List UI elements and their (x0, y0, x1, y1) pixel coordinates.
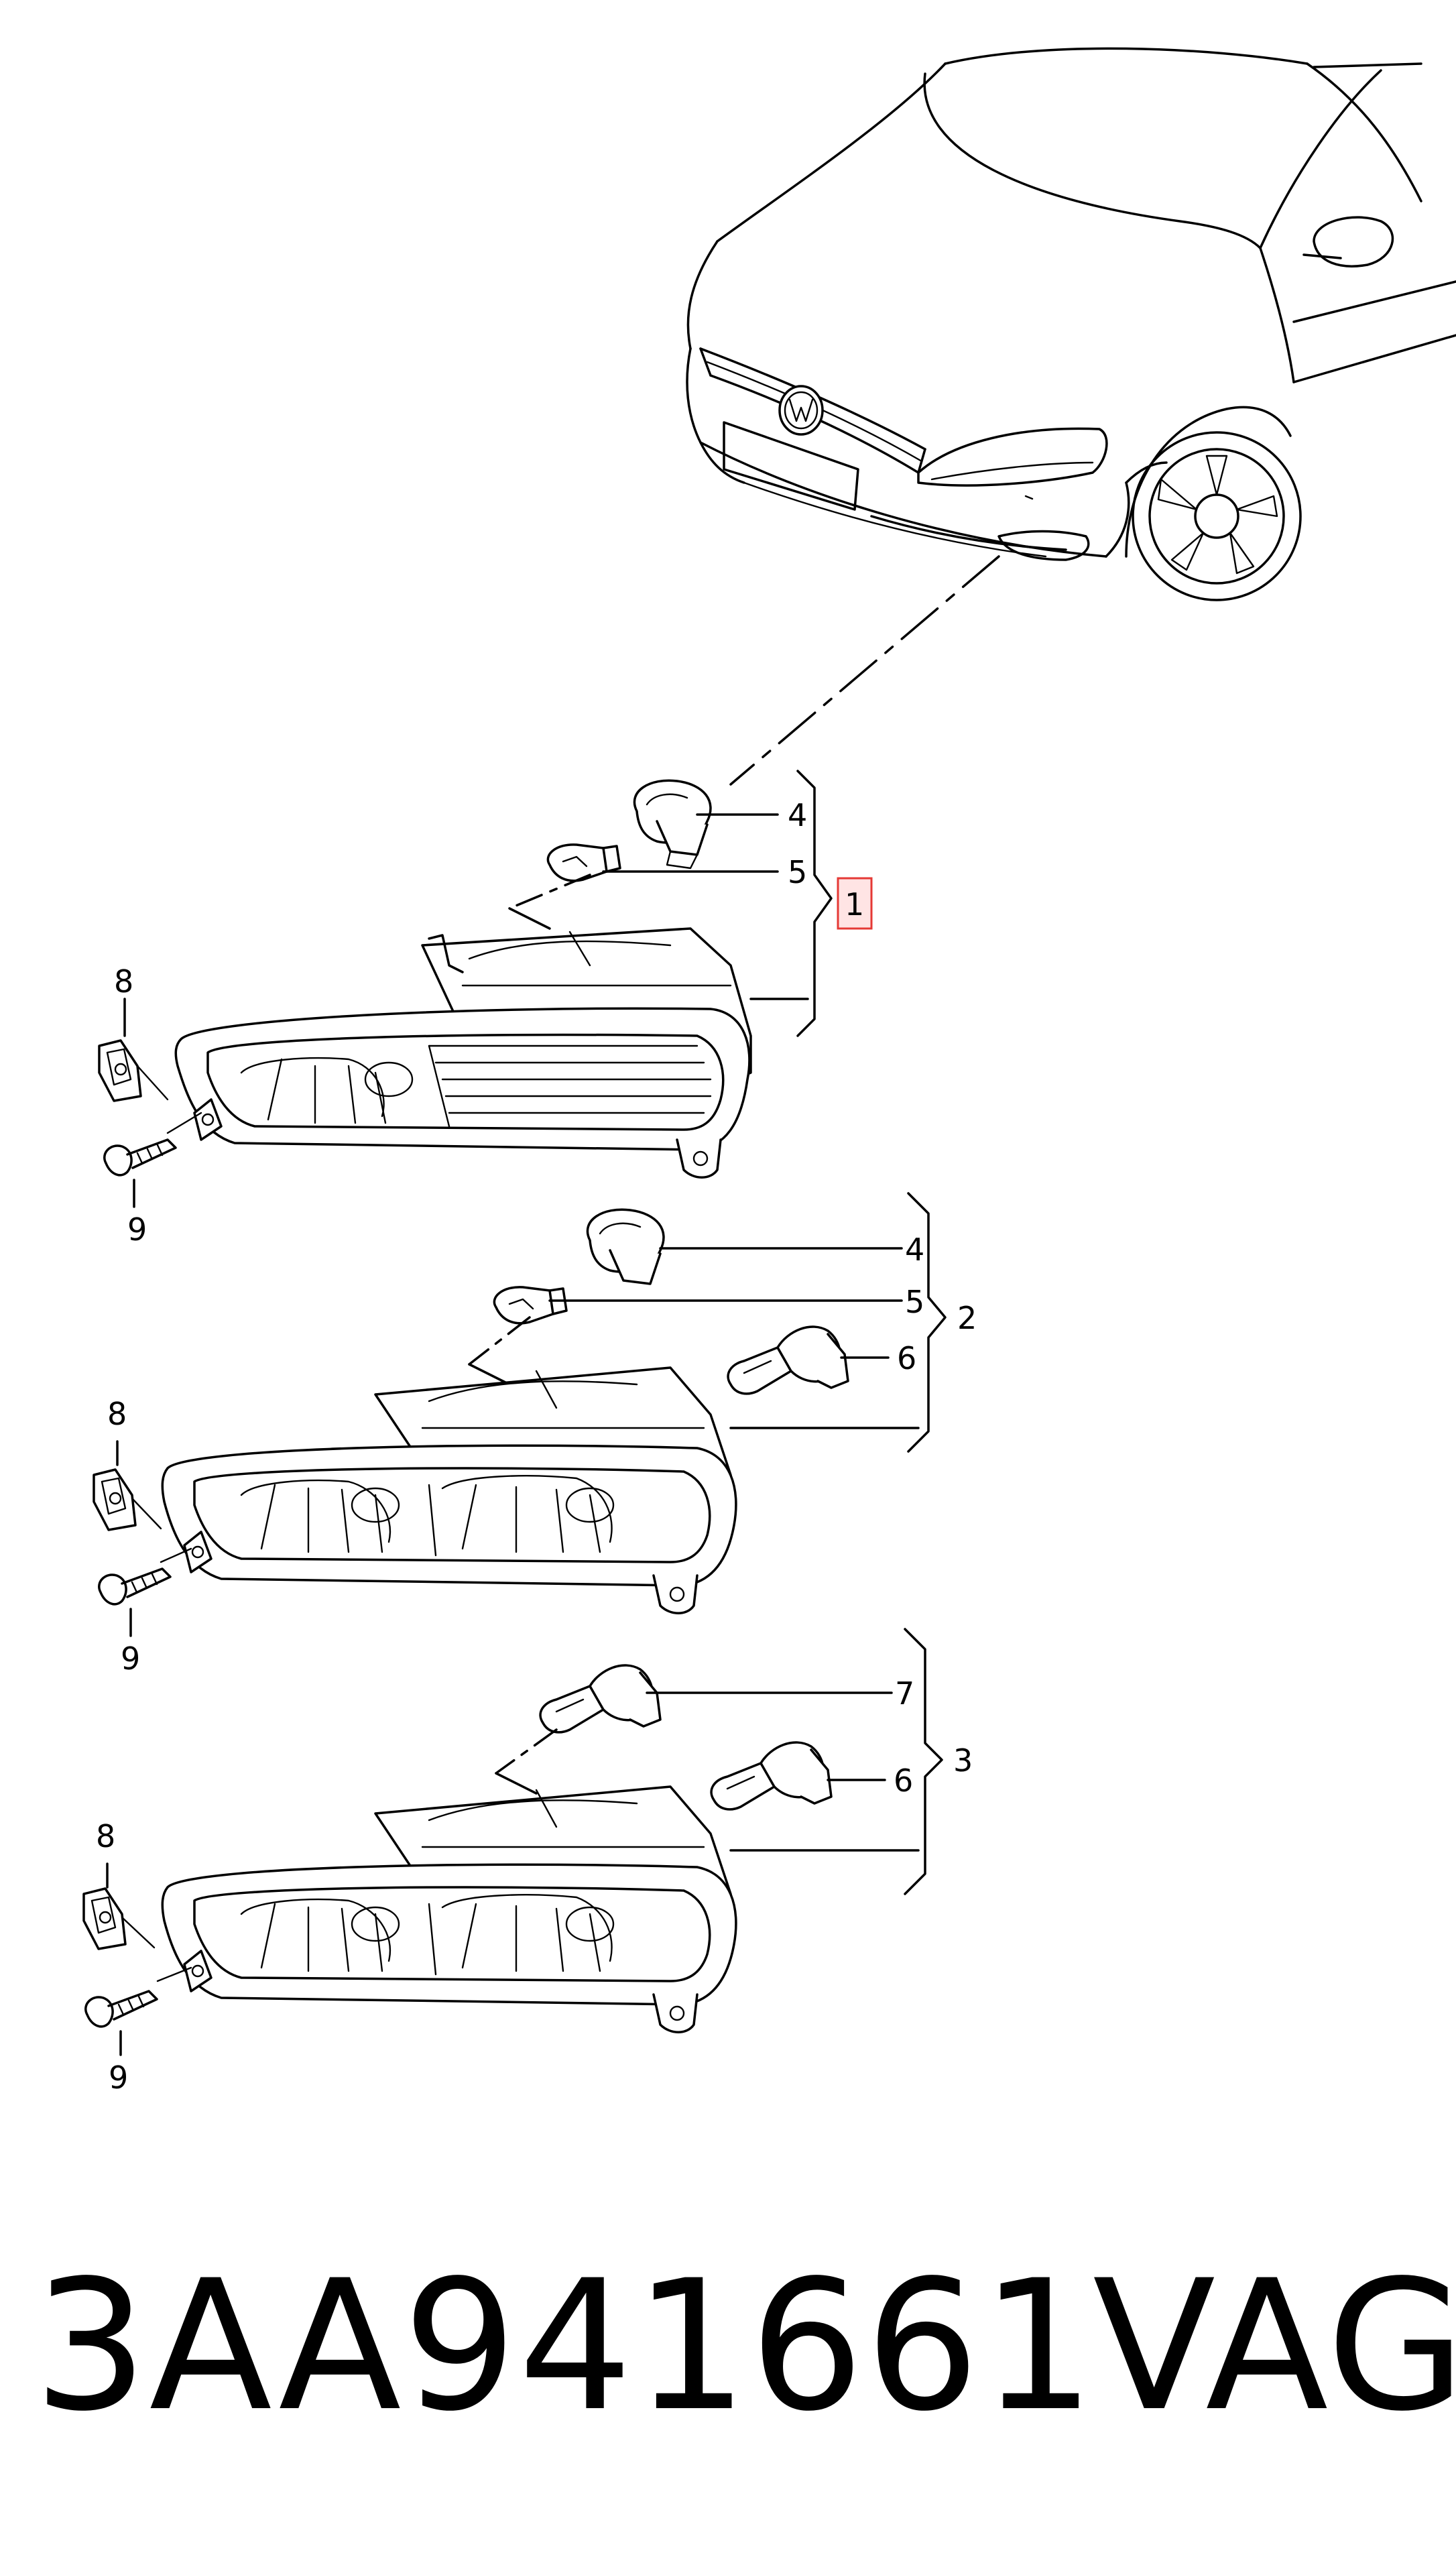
callout-8: 8 (114, 963, 133, 1000)
fog-light-assembly-1: 1 4 5 8 9 (98, 770, 873, 1248)
callout-9: 9 (121, 1641, 140, 1677)
callout-3: 3 (953, 1742, 973, 1779)
callout-9: 9 (109, 2060, 128, 2096)
callout-4: 4 (788, 797, 807, 833)
callout-1-highlight (837, 877, 873, 930)
car-front-illustration (686, 47, 1456, 786)
bulb-socket-icon (633, 779, 712, 870)
fog-light-assembly-3: 7 6 3 8 9 (82, 1628, 973, 2096)
callout-9: 9 (127, 1211, 147, 1248)
clip-nut-icon (82, 1887, 127, 1950)
clip-nut-icon (98, 1039, 142, 1102)
bulb-icon (546, 843, 621, 882)
footer: 3AA941661 VAG (0, 2239, 1456, 2521)
screw-icon (103, 1138, 177, 1177)
callout-1: 1 (845, 886, 864, 922)
callout-2: 2 (957, 1300, 977, 1336)
callout-8: 8 (96, 1818, 115, 1854)
callout-6: 6 (897, 1340, 916, 1376)
callout-6: 6 (894, 1763, 913, 1799)
halogen-bulb-icon (539, 1664, 662, 1734)
screw-icon (98, 1567, 172, 1606)
fog-light-assembly-2: 4 5 6 2 8 9 (93, 1192, 977, 1677)
part-number: 3AA941661 (34, 2242, 1097, 2451)
halogen-bulb-icon (727, 1325, 849, 1395)
bulb-socket-icon (586, 1208, 665, 1285)
halogen-bulb-icon (710, 1741, 833, 1811)
brand-name: VAG (1093, 2242, 1456, 2451)
callout-5: 5 (788, 854, 807, 890)
clip-nut-icon (93, 1468, 137, 1531)
callout-5: 5 (905, 1284, 924, 1320)
callout-7: 7 (895, 1675, 914, 1712)
callout-8: 8 (107, 1396, 127, 1432)
parts-diagram: 1 4 5 8 9 (82, 47, 1456, 2096)
callout-4: 4 (905, 1232, 924, 1268)
screw-icon (84, 1990, 158, 2028)
